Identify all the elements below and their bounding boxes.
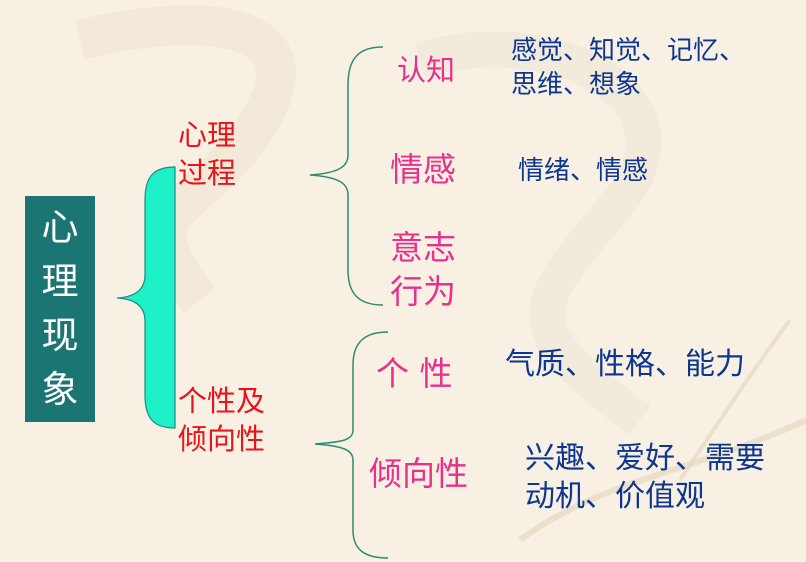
branch-label-personality: 个性及 倾向性 <box>178 382 265 458</box>
node-tendency: 倾向性 <box>369 454 468 493</box>
detail-line: 感觉、知觉、记忆、 <box>511 36 746 66</box>
node-line: 意志 <box>390 228 456 267</box>
root-char: 现 <box>41 314 79 357</box>
branch-label-mental-process: 心理 过程 <box>178 116 236 192</box>
node-emotion: 情感 <box>390 150 456 189</box>
root-node-box: 心 理 现 象 <box>25 196 95 422</box>
node-will-behavior: 意志 行为 <box>390 226 456 314</box>
root-char: 理 <box>41 260 79 303</box>
branch-label-line: 心理 <box>178 118 237 152</box>
process-brace-icon <box>309 46 384 306</box>
details-tendency: 兴趣、爱好、需要 动机、价值观 <box>525 440 765 516</box>
details-personality: 气质、性格、能力 <box>505 346 745 384</box>
personality-brace-icon <box>314 331 389 559</box>
branch-label-line: 个性及 <box>178 384 266 418</box>
details-cognition: 感觉、知觉、记忆、 思维、想象 <box>511 34 745 102</box>
node-line: 行为 <box>390 272 456 311</box>
detail-line: 动机、价值观 <box>525 479 705 514</box>
root-char: 心 <box>41 206 79 249</box>
details-emotion: 情绪、情感 <box>518 154 648 188</box>
branch-label-line: 倾向性 <box>178 422 266 456</box>
detail-line: 兴趣、爱好、需要 <box>525 441 765 476</box>
branch-label-line: 过程 <box>178 156 237 190</box>
detail-line: 气质、性格、能力 <box>505 347 745 382</box>
root-char: 象 <box>41 368 79 411</box>
detail-line: 情绪、情感 <box>518 156 649 186</box>
detail-line: 思维、想象 <box>511 70 642 100</box>
node-cognition: 认知 <box>397 53 456 87</box>
node-personality: 个 性 <box>376 354 453 393</box>
main-brace-icon <box>116 166 176 429</box>
